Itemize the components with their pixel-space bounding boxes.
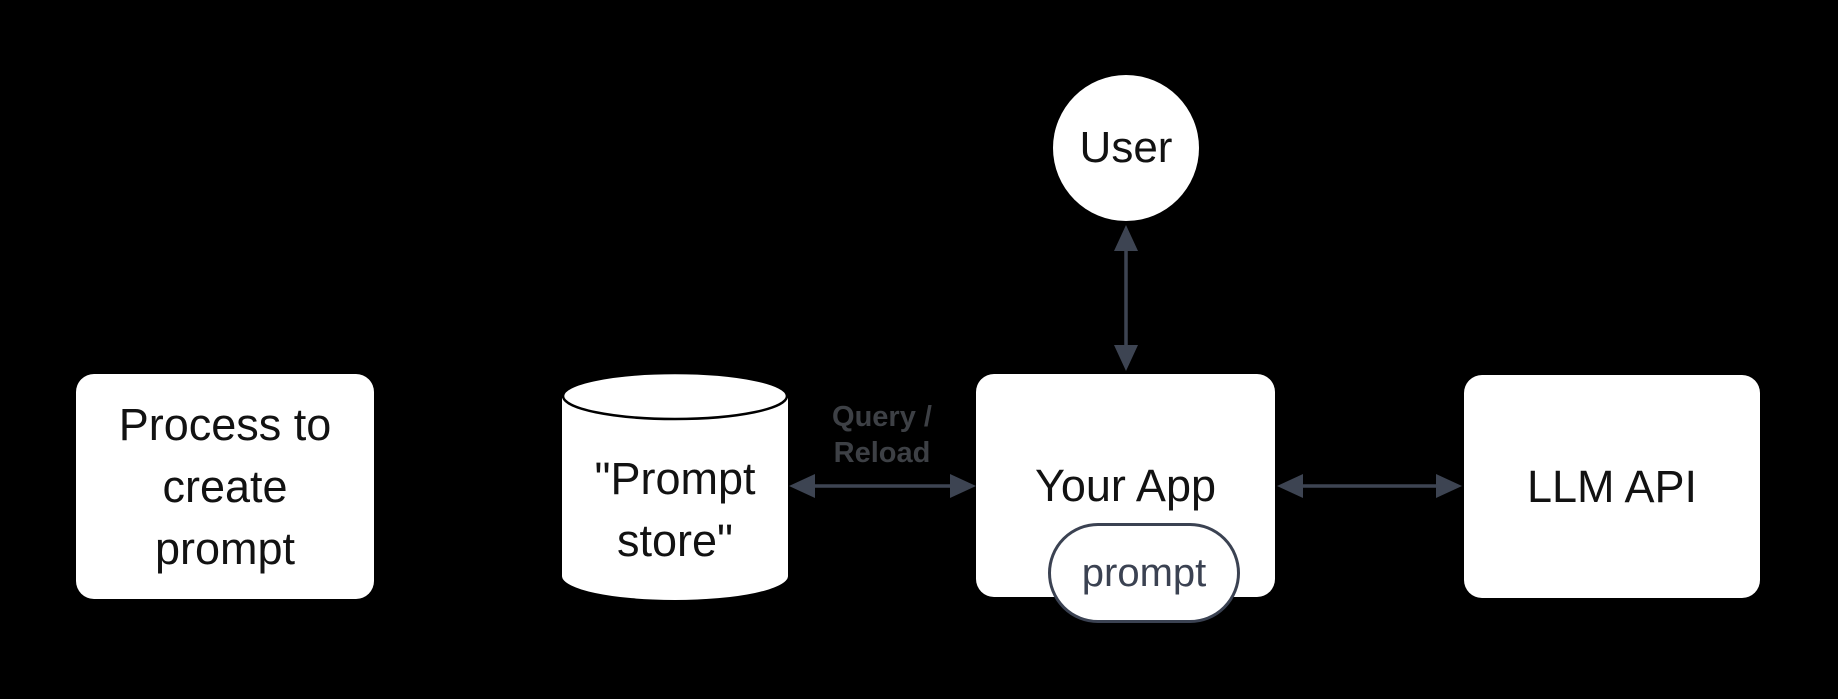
your-app-label: Your App — [1034, 459, 1216, 511]
node-prompt-store: "Prompt store" — [562, 372, 788, 600]
process-label: Process to create prompt — [118, 398, 332, 574]
prompt-pill-badge: prompt — [1048, 523, 1240, 623]
user-app-arrow — [1114, 225, 1138, 371]
prompt-pill-label: prompt — [1081, 550, 1207, 595]
user-label: User — [1079, 123, 1173, 172]
database-cylinder-icon — [562, 372, 788, 600]
node-llm-api: LLM API — [1464, 375, 1760, 598]
prompt-store-label: "Prompt store" — [594, 453, 756, 566]
llm-api-label: LLM API — [1526, 460, 1698, 512]
node-process-to-create-prompt: Process to create prompt — [76, 374, 374, 599]
app-llm-arrow — [1277, 474, 1462, 498]
store-app-arrow — [789, 474, 976, 498]
query-reload-edge-label: Query / Reload — [832, 401, 932, 469]
node-user: User — [1053, 75, 1199, 221]
